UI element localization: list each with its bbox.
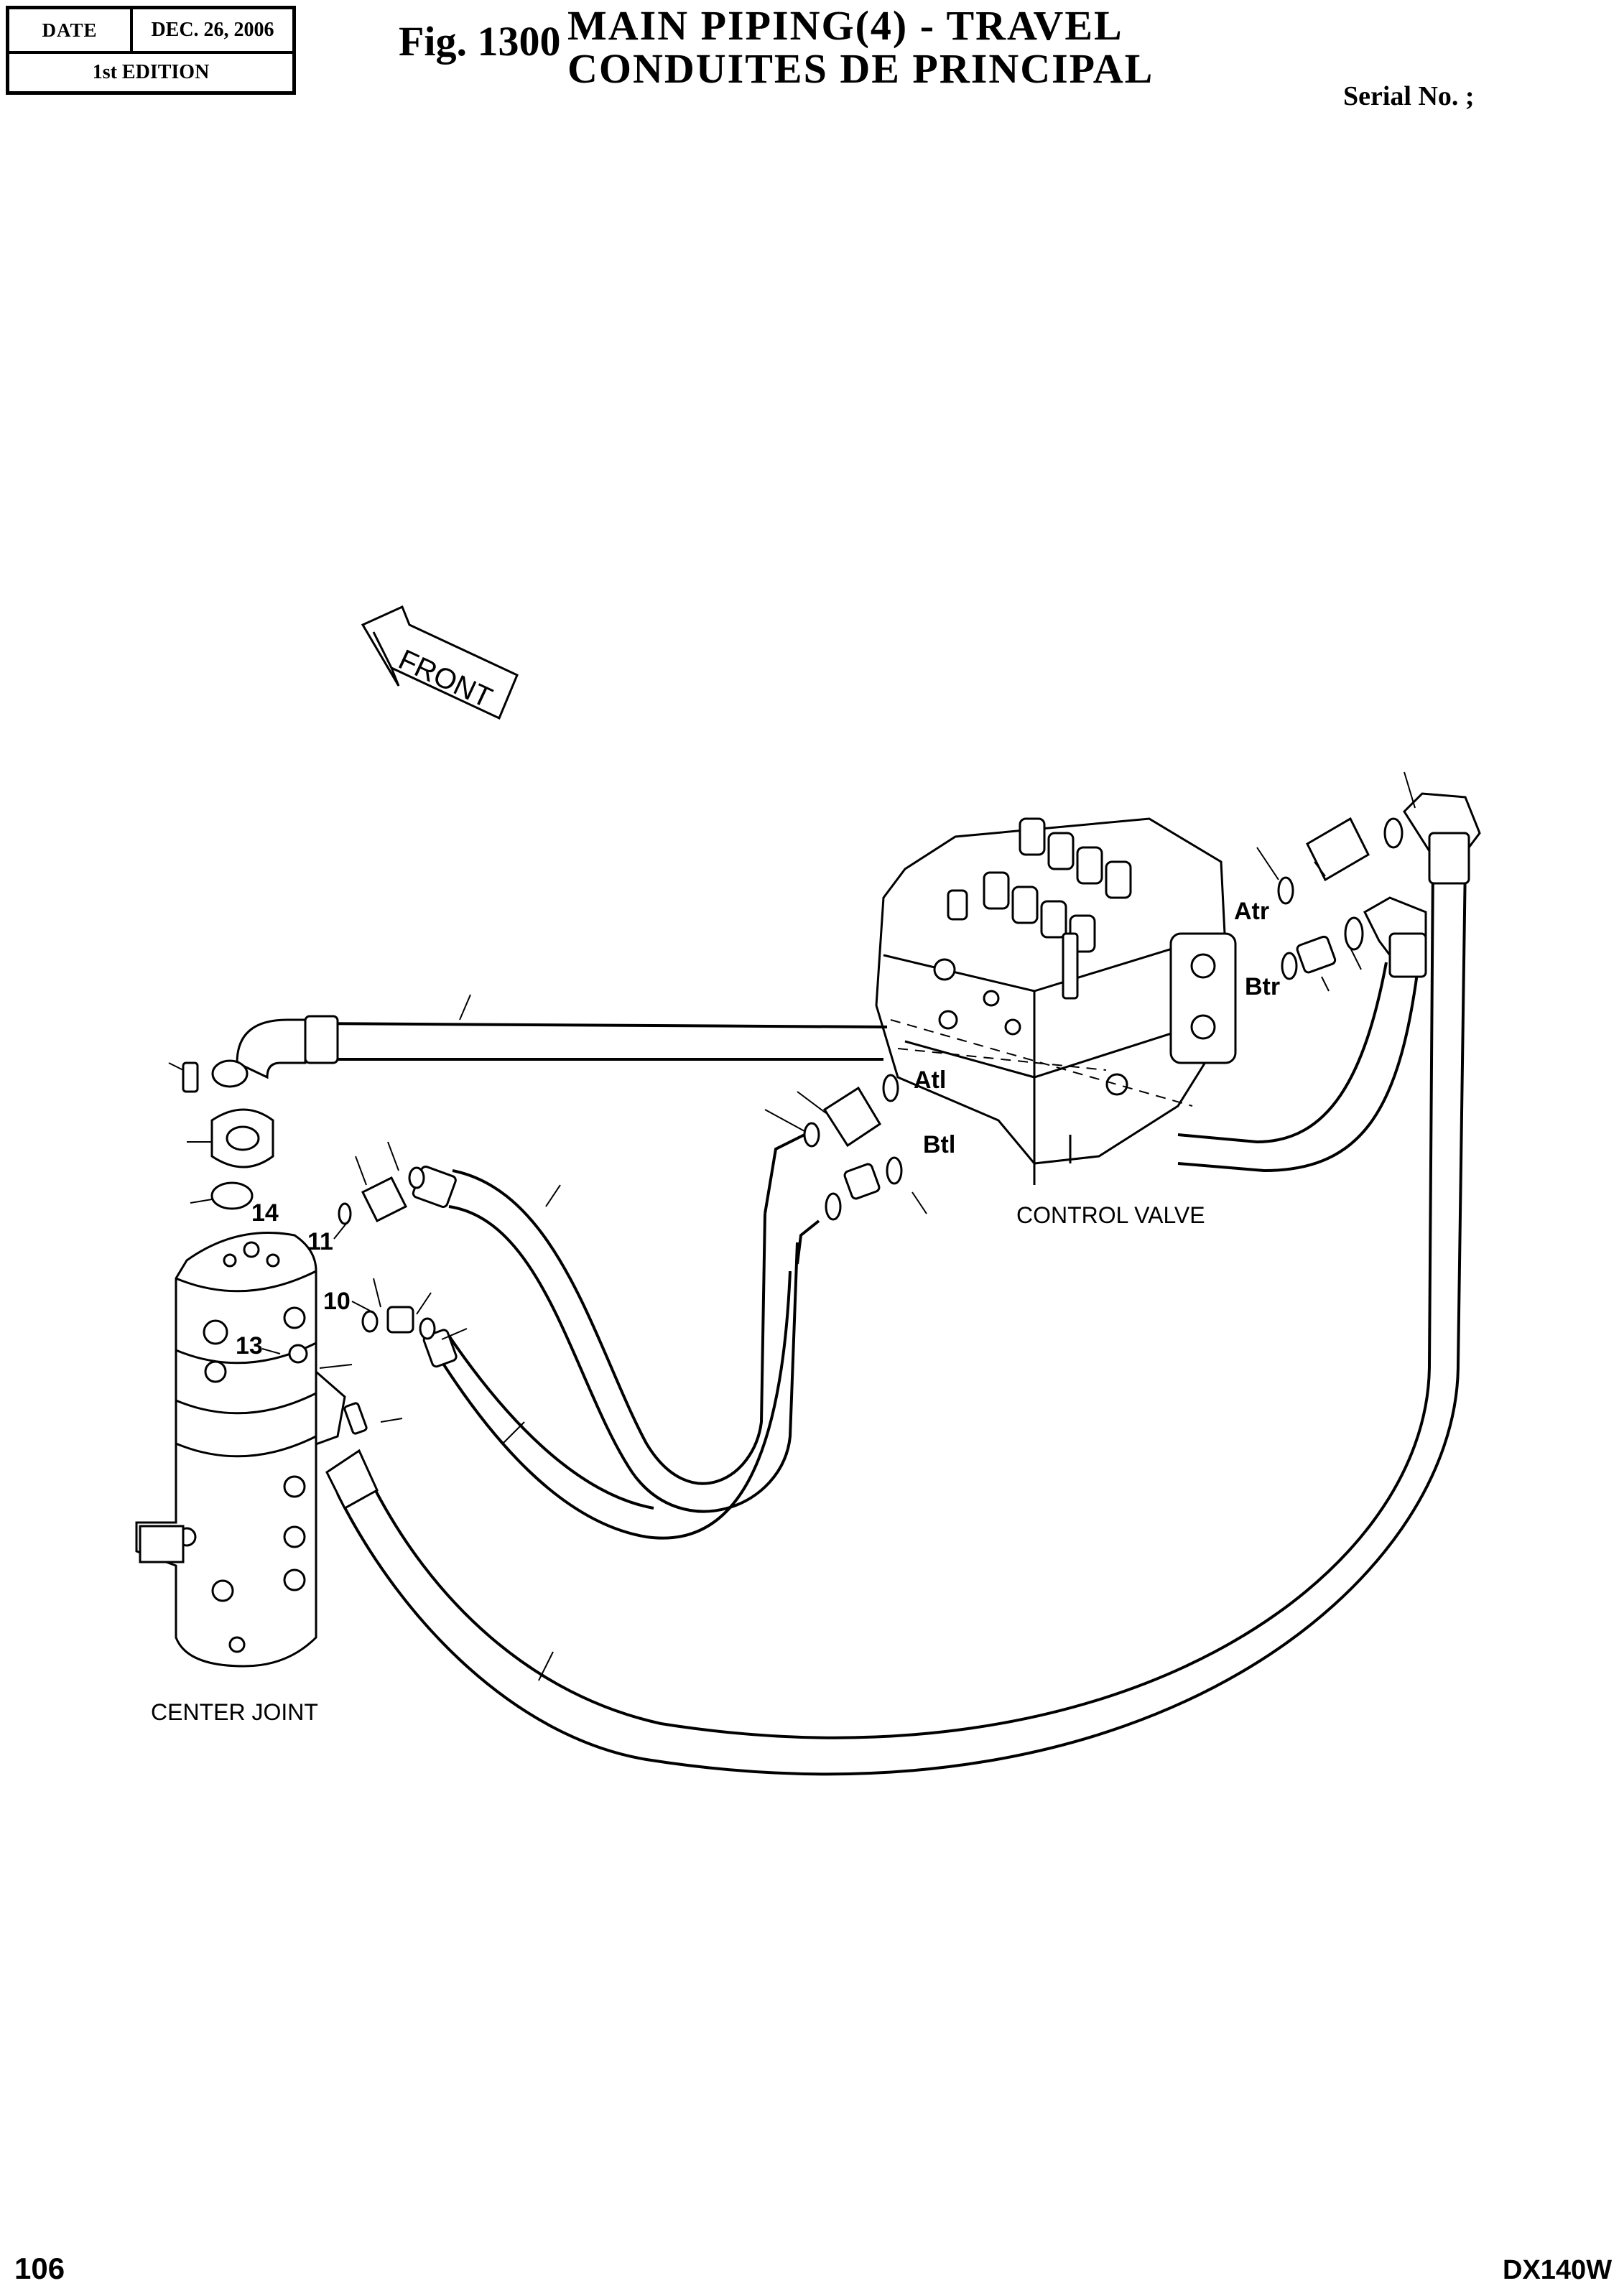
page-number: 106 [14, 2251, 65, 2285]
hose-travel-left [412, 1133, 820, 1540]
center-joint [135, 1232, 317, 1668]
port-atl-label: Atl [914, 1066, 946, 1094]
atl-fitting [764, 1074, 899, 1148]
page-title-en: MAIN PIPING(4) - TRAVEL [567, 2, 1123, 49]
edition-label: 1st EDITION [92, 61, 210, 83]
date-row: DATE DEC. 26, 2006 [9, 9, 292, 54]
port-atr-label: Atr [1234, 898, 1269, 925]
figure-number: Fig. 1300 [399, 18, 561, 65]
date-value: DEC. 26, 2006 [151, 19, 274, 41]
hose-upper [211, 994, 888, 1088]
callout-11: 11 [307, 1228, 333, 1255]
port-btl-label: Btl [923, 1131, 955, 1158]
callout-13: 13 [236, 1332, 263, 1360]
fitting-11 [338, 1141, 425, 1225]
center-joint-label: CENTER JOINT [151, 1699, 318, 1725]
model-name: DX140W [1503, 2255, 1613, 2285]
atr-fitting [1256, 771, 1481, 905]
hose-travel-right [325, 832, 1470, 1776]
callout-14: 14 [251, 1199, 279, 1227]
edition-info-box: DATE DEC. 26, 2006 1st EDITION [6, 6, 296, 95]
control-valve-label: CONTROL VALVE [1016, 1202, 1205, 1228]
date-label: DATE [9, 9, 133, 51]
control-valve [875, 817, 1237, 1185]
page-title-fr: CONDUITES DE PRINCIPAL [567, 45, 1154, 92]
callout-10: 10 [323, 1288, 351, 1315]
btl-fitting [825, 1156, 927, 1221]
port-btr-label: Btr [1245, 973, 1280, 1000]
front-label: FRONT [394, 643, 496, 714]
serial-number-label: Serial No. ; [1343, 81, 1475, 111]
front-arrow: FRONT [361, 605, 519, 720]
fitting-10 [361, 1278, 468, 1340]
